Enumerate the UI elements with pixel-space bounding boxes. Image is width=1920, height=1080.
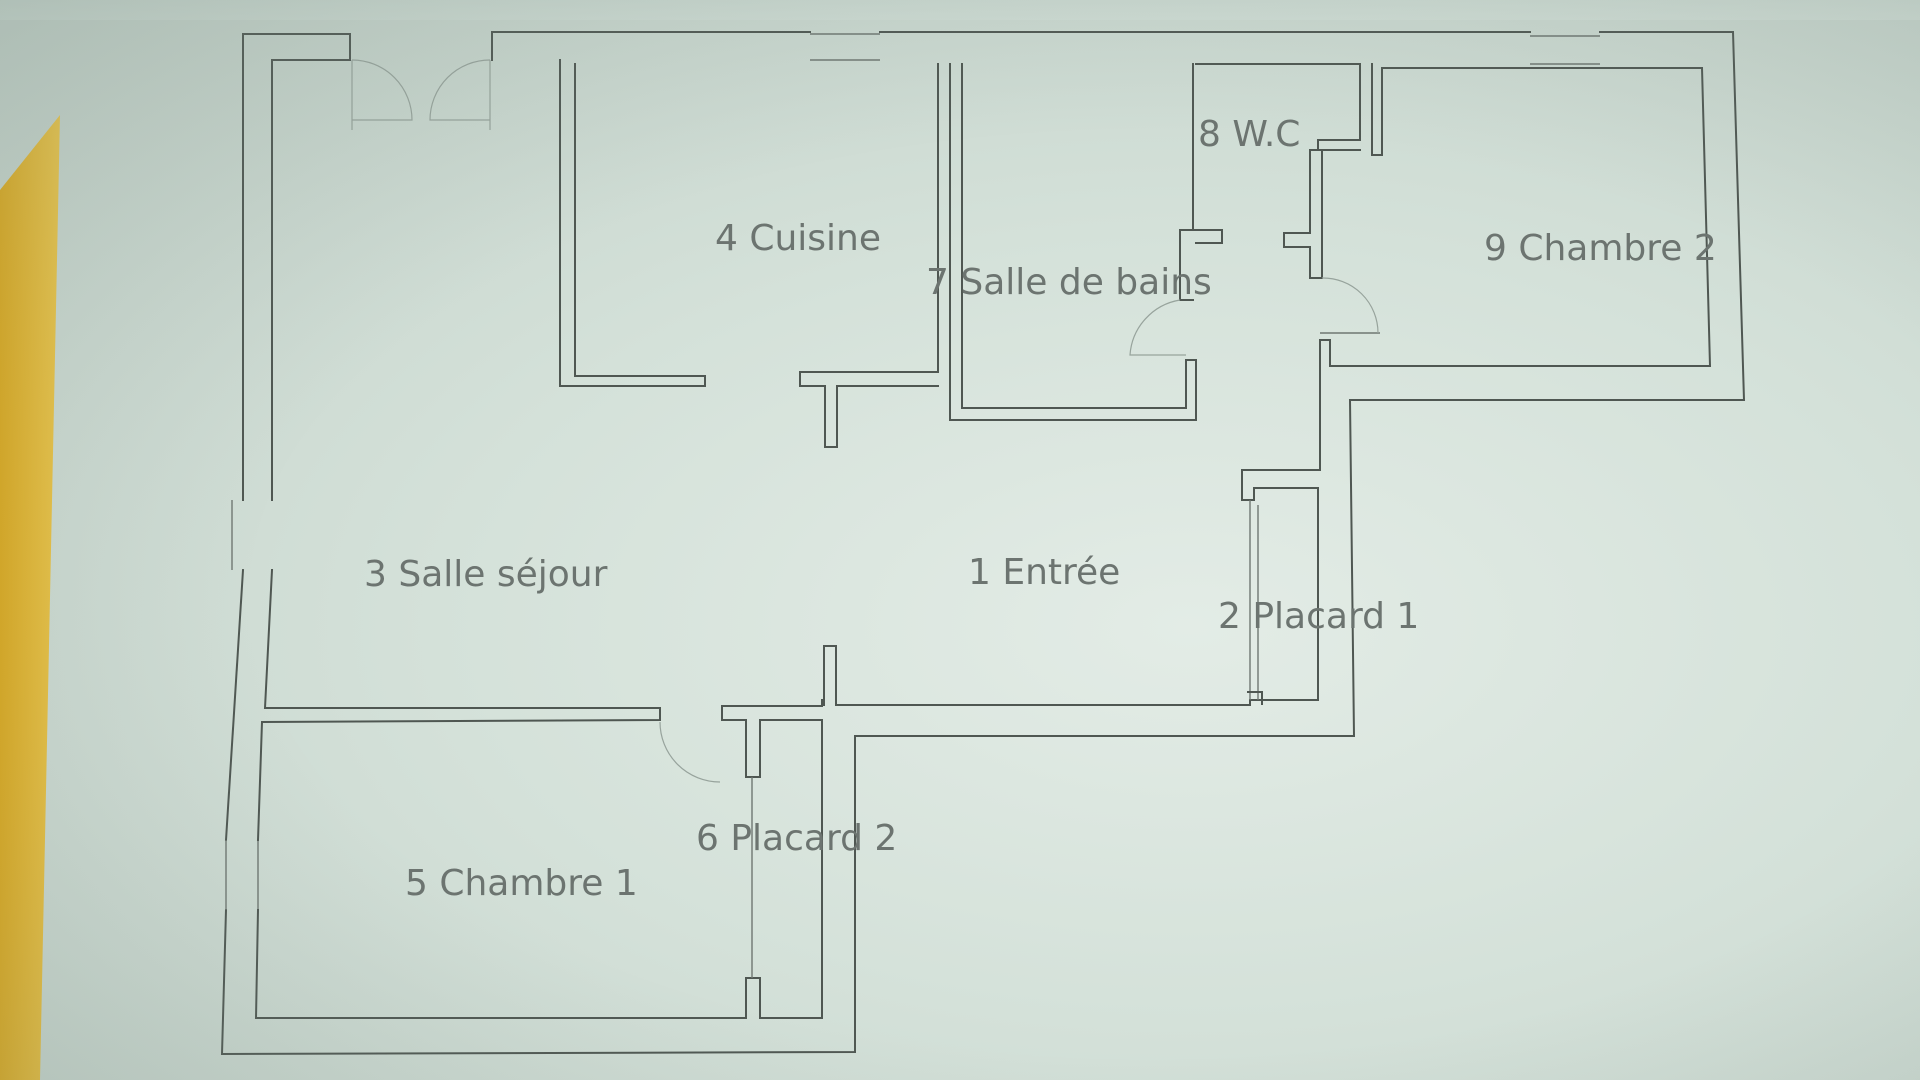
chambre1-inner-wall <box>254 699 823 1019</box>
room-label-wc: 8 W.C <box>1198 114 1300 155</box>
wc-wall <box>1195 63 1361 151</box>
room-label-salle-de-bains: 7 Salle de bains <box>926 262 1212 303</box>
sdb-door-arc <box>1129 299 1186 356</box>
chambre2-wall <box>1241 63 1712 501</box>
sdb-wall <box>949 63 1197 421</box>
room-label-cuisine: 4 Cuisine <box>715 218 881 259</box>
entry-door-arc-left <box>351 59 413 121</box>
wc-right-wall <box>1283 149 1323 279</box>
outer-wall-left-lower <box>224 568 245 842</box>
cuisine-wall-left <box>559 59 706 387</box>
outer-wall-left-bottom <box>220 399 1703 1056</box>
entry-door-arc-right <box>429 59 491 121</box>
room-label-placard-1: 2 Placard 1 <box>1218 596 1419 637</box>
room-label-chambre-1: 5 Chambre 1 <box>405 863 638 904</box>
chambre1-door-arc <box>659 721 721 783</box>
placard1-bottom-tab <box>1247 691 1263 705</box>
placard1-wall <box>823 487 1319 706</box>
outer-wall-top-far-right <box>1599 31 1746 401</box>
room-label-salle-sejour: 3 Salle séjour <box>364 554 608 595</box>
room-label-placard-2: 6 Placard 2 <box>696 818 897 859</box>
outer-wall-top-mid <box>491 31 811 61</box>
outer-wall-top <box>242 33 351 501</box>
sejour-inner-wall <box>256 568 661 842</box>
cuisine-wall-right <box>799 63 939 448</box>
sdb-right-wall <box>1179 63 1194 301</box>
room-label-chambre-2: 9 Chambre 2 <box>1484 228 1717 269</box>
wc-left-bottom <box>1192 229 1223 244</box>
room-label-entree: 1 Entrée <box>968 552 1120 593</box>
chambre2-door-arc <box>1321 277 1379 334</box>
